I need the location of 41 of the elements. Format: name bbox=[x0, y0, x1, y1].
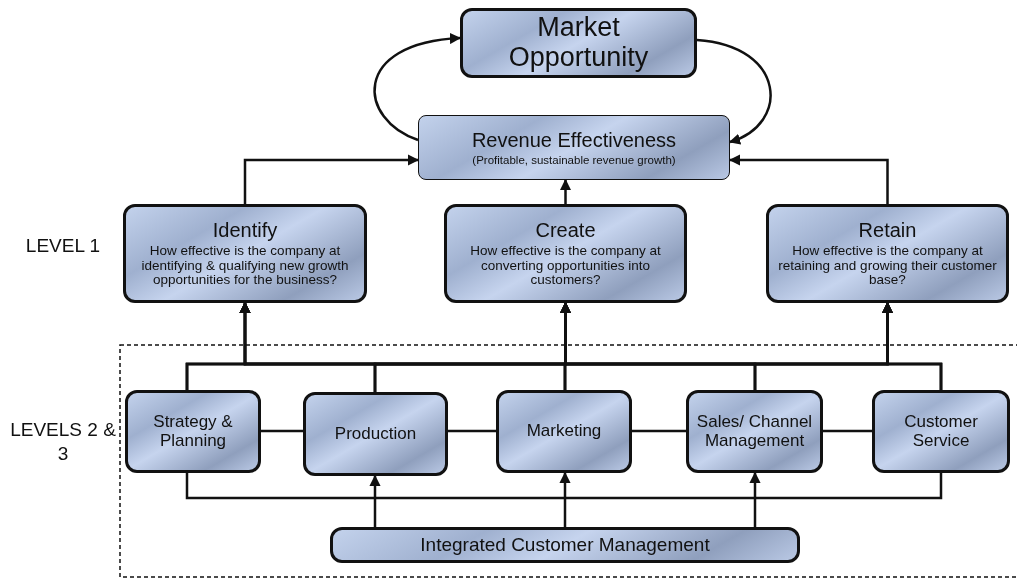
arrow bbox=[243, 154, 420, 204]
node-title: Market Opportunity bbox=[507, 13, 650, 73]
level-label: LEVELS 2 & 3 bbox=[9, 418, 117, 466]
process-box bbox=[766, 204, 1009, 303]
process-box bbox=[872, 390, 1010, 473]
process-box bbox=[496, 390, 632, 473]
node-title: Revenue Effectiveness bbox=[471, 128, 677, 151]
connector-line bbox=[185, 473, 943, 500]
node-title: Customer Service bbox=[903, 412, 979, 451]
arrow bbox=[369, 474, 381, 527]
node-title: Marketing bbox=[526, 422, 602, 441]
node-title: Sales/ Channel Management bbox=[695, 412, 814, 451]
node-title: Retain bbox=[858, 218, 917, 241]
node-title: Identify bbox=[212, 218, 278, 241]
connector-line bbox=[632, 429, 686, 433]
process-box bbox=[418, 115, 730, 180]
node-title: Strategy & Planning bbox=[152, 412, 234, 451]
process-box bbox=[303, 392, 448, 476]
arrow bbox=[728, 154, 889, 204]
process-box bbox=[123, 204, 367, 303]
node-description: How effective is the company at identifying & qualifying new growth opportunities for the business? bbox=[140, 243, 350, 289]
arrow bbox=[559, 471, 571, 527]
arrow bbox=[559, 178, 572, 204]
connector-line bbox=[823, 429, 872, 433]
node-description: How effective is the company at converting opportunities into customers? bbox=[469, 243, 662, 289]
node-title: Production bbox=[334, 424, 417, 444]
process-box bbox=[460, 8, 697, 78]
node-description: (Profitable, sustainable revenue growth) bbox=[472, 153, 676, 167]
node-title: Create bbox=[535, 218, 596, 241]
connector-line bbox=[261, 429, 303, 433]
process-box bbox=[125, 390, 261, 473]
arrow bbox=[373, 33, 462, 142]
arrow bbox=[749, 471, 761, 527]
node-description: How effective is the company at retaining and growing their customer base? bbox=[777, 243, 998, 289]
connector-line bbox=[448, 429, 496, 433]
process-box bbox=[444, 204, 687, 303]
arrow bbox=[696, 38, 772, 144]
level-label: LEVEL 1 bbox=[24, 234, 102, 258]
node-title: Integrated Customer Management bbox=[420, 534, 710, 556]
process-box bbox=[686, 390, 823, 473]
process-box bbox=[330, 527, 800, 563]
